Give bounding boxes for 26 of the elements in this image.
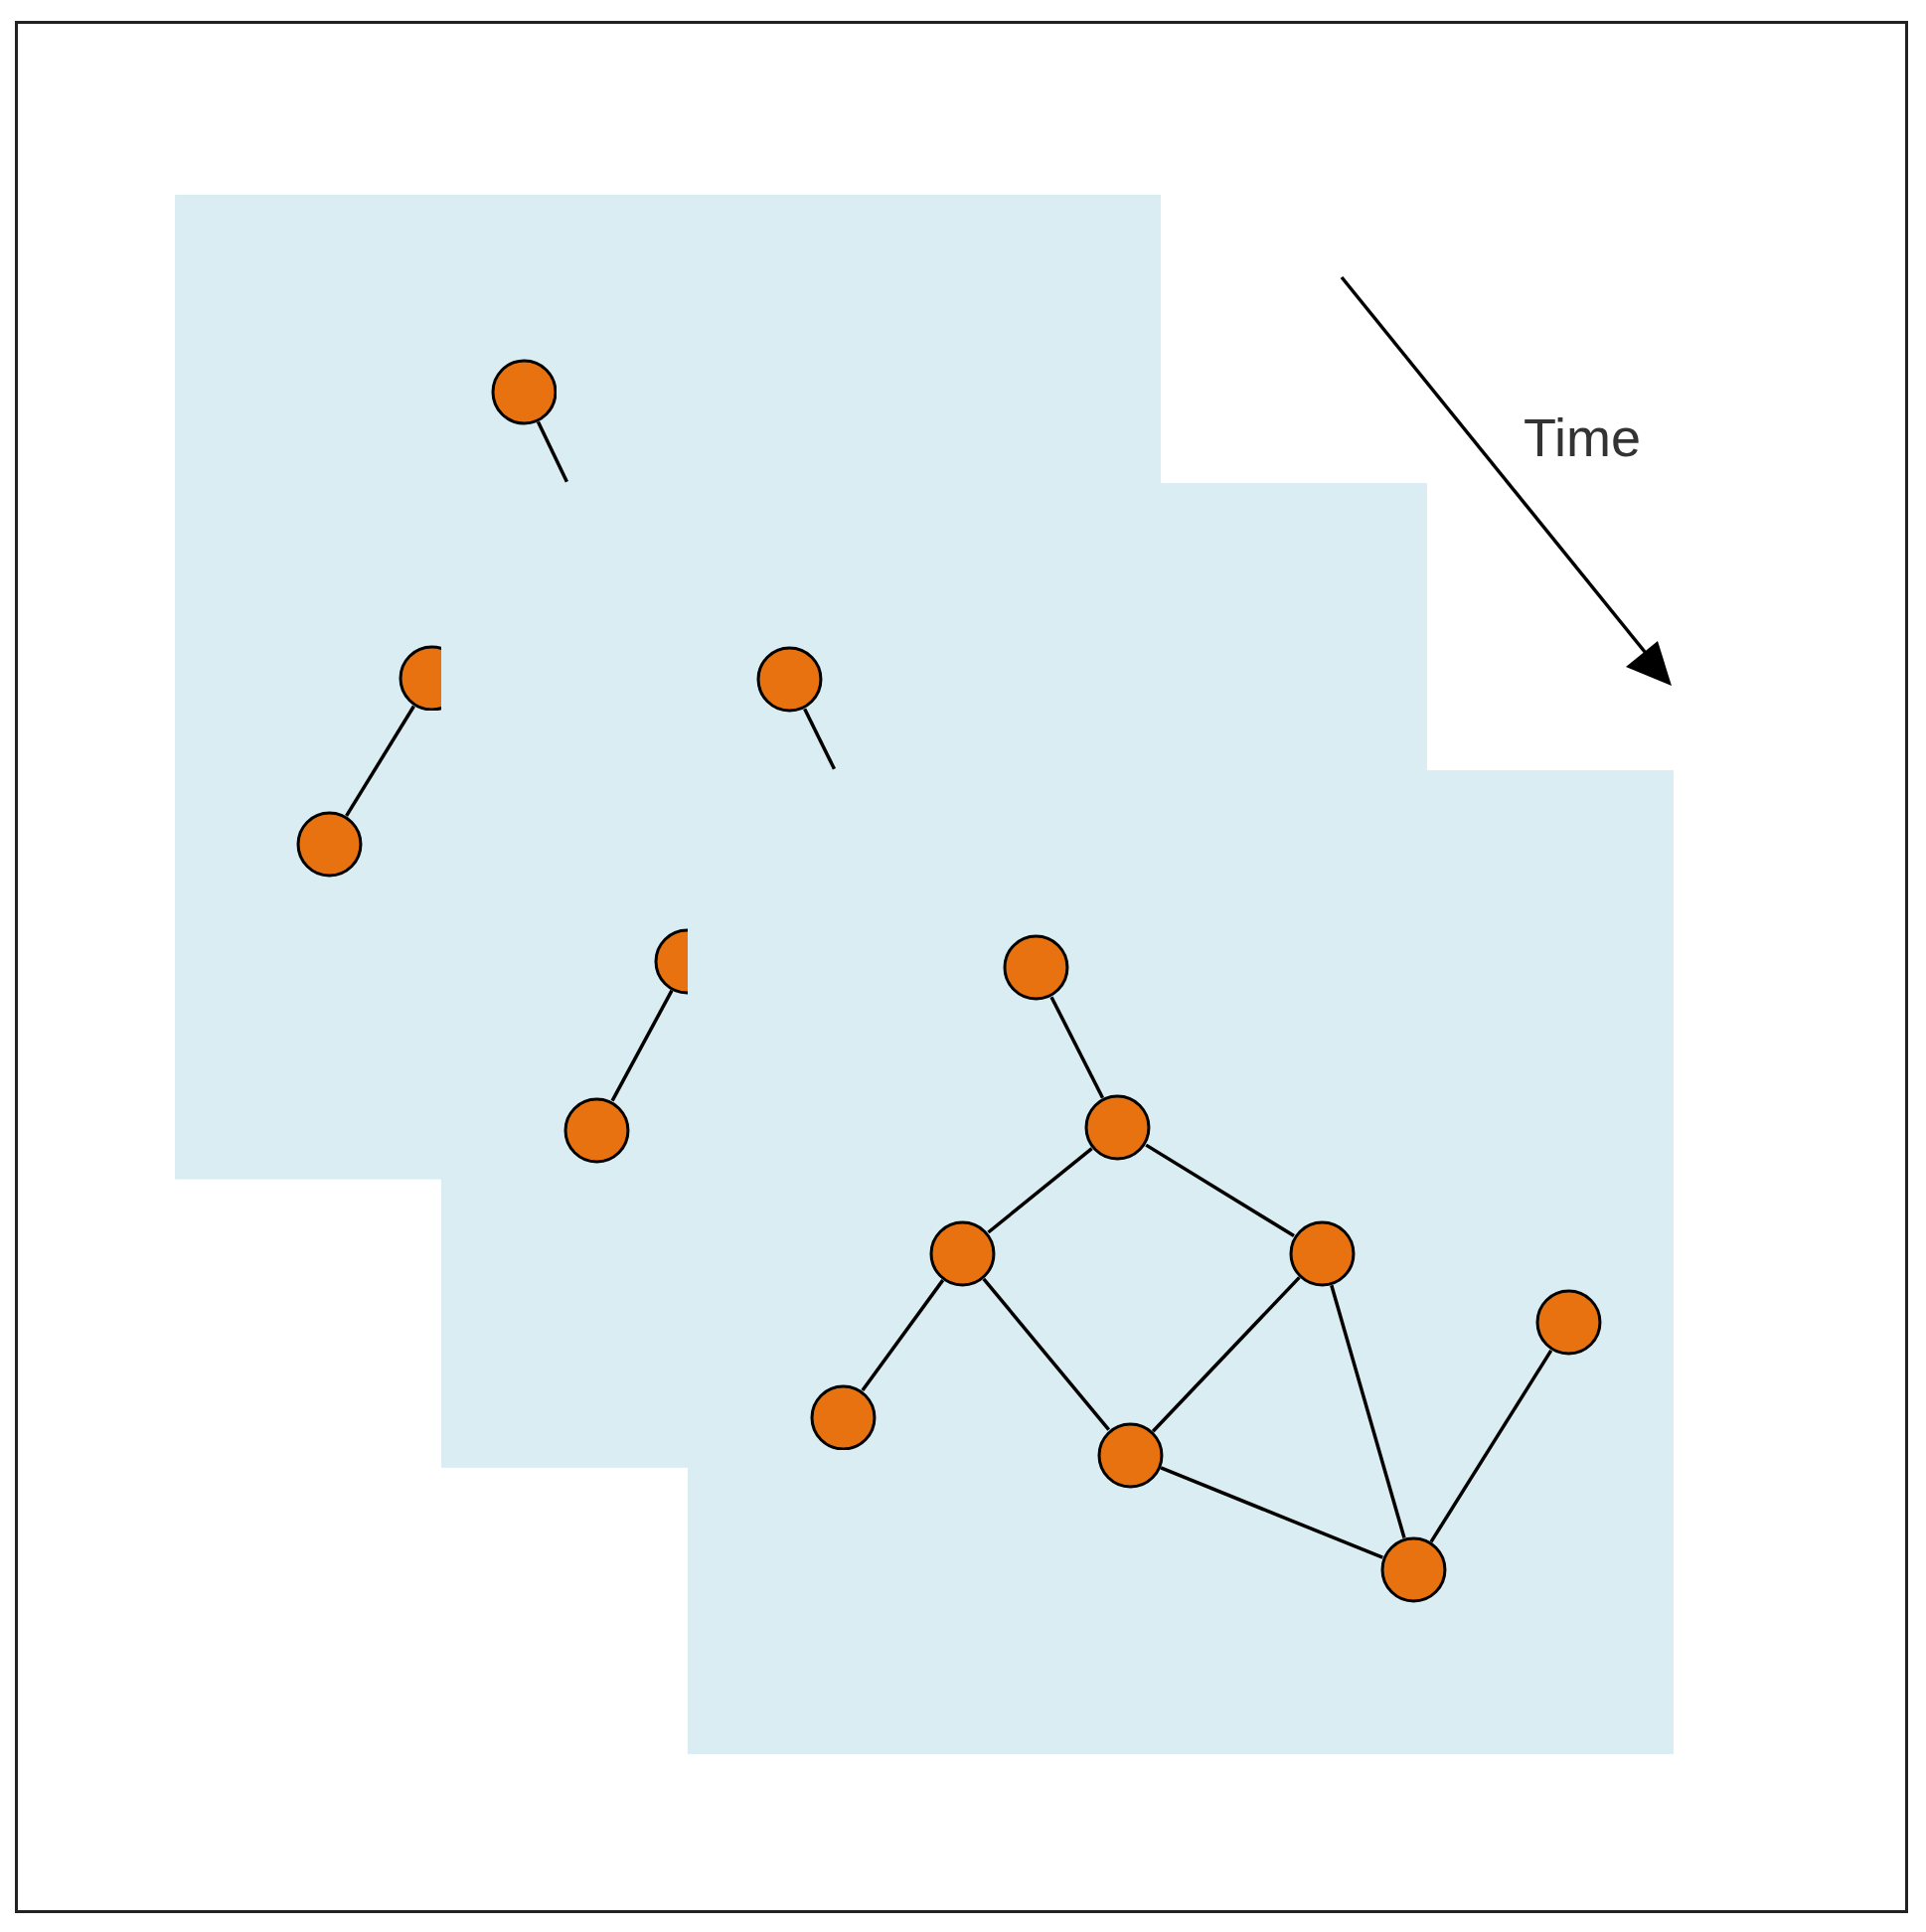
graph-node-circle [756,645,824,713]
connector-line [536,420,568,483]
graph-node-circle [1096,1421,1164,1489]
connector-line [987,1147,1093,1234]
graph-node-circle [809,1383,877,1451]
graph-node-circle [928,1219,996,1287]
connector-line [803,708,837,770]
connector-line [1429,1349,1553,1543]
graph-node-circle [1289,1219,1356,1287]
axis-label: Time [1524,406,1641,469]
graph-node-circle [1084,1094,1152,1162]
connector-line [1160,1466,1383,1559]
graph-node-circle [562,1096,630,1164]
graph-node-circle [490,358,558,425]
connector-line [345,705,415,817]
connector-line [1151,1276,1301,1433]
graph-node-circle [1003,933,1070,1001]
graph-node-circle [1379,1536,1447,1604]
graph-node-circle [295,810,363,878]
connector-line [1330,1284,1406,1539]
connector-line [1049,996,1105,1099]
connector-line [610,989,674,1102]
connector-line [1145,1143,1295,1238]
connector-line [861,1279,945,1391]
graph-node-circle [1535,1289,1602,1356]
connector-line [982,1277,1111,1431]
